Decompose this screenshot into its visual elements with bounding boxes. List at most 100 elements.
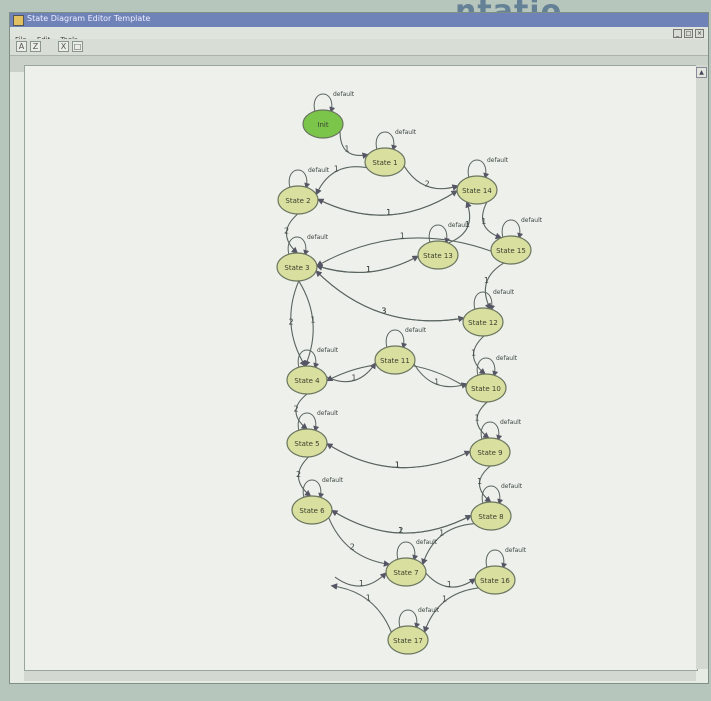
transition-edge[interactable] — [334, 572, 387, 587]
self-loop-edge[interactable] — [480, 421, 503, 441]
transition-edge[interactable] — [339, 131, 370, 159]
transition-edge[interactable] — [315, 166, 367, 196]
transition-label: 2 — [296, 470, 301, 479]
state-node[interactable] — [462, 307, 504, 337]
transition-edge[interactable] — [326, 443, 471, 469]
initial-state-node[interactable] — [302, 109, 344, 139]
self-loop-label: default — [322, 477, 344, 484]
self-loop-edge[interactable] — [302, 479, 325, 499]
transition-edge[interactable] — [315, 270, 465, 323]
state-node[interactable] — [387, 625, 429, 655]
self-loop-label: default — [333, 91, 355, 98]
transition-label: 1 — [351, 374, 356, 383]
self-loop-edge[interactable] — [501, 219, 524, 239]
state-node[interactable] — [374, 345, 416, 375]
transition-label: 1 — [474, 413, 479, 422]
transition-edge[interactable] — [297, 456, 312, 497]
transition-edge[interactable] — [423, 587, 479, 634]
transition-edge[interactable] — [285, 213, 299, 254]
tool-a-button[interactable]: A — [16, 41, 27, 52]
transition-edge[interactable] — [298, 280, 314, 368]
state-node[interactable] — [417, 240, 459, 270]
transition-edge[interactable] — [331, 509, 472, 534]
self-loop-edge[interactable] — [485, 549, 508, 569]
transition-edge[interactable] — [330, 583, 392, 633]
state-node[interactable] — [474, 565, 516, 595]
state-label: State 6 — [299, 507, 325, 515]
self-loop-edge[interactable] — [385, 329, 408, 349]
state-label: State 10 — [471, 385, 501, 393]
self-loop-edge[interactable] — [396, 541, 419, 561]
state-label: State 7 — [393, 569, 418, 577]
state-node[interactable] — [276, 252, 318, 282]
state-node[interactable] — [469, 437, 511, 467]
self-loop-edge[interactable] — [313, 93, 336, 113]
self-loop-label: default — [500, 419, 522, 426]
self-loop-label: default — [317, 410, 339, 417]
state-node[interactable] — [385, 557, 427, 587]
title-bar: State Diagram Editor Template — [10, 13, 708, 27]
self-loop-label: default — [521, 217, 543, 224]
self-loop-edge[interactable] — [297, 349, 320, 369]
transition-edge[interactable] — [478, 465, 492, 503]
transition-edge[interactable] — [403, 165, 459, 191]
transition-label: 2 — [293, 405, 298, 414]
self-loop-label: default — [501, 483, 523, 490]
state-label: State 16 — [480, 577, 510, 585]
transition-edge[interactable] — [315, 255, 419, 273]
transition-edge[interactable] — [315, 237, 492, 267]
scroll-up-icon[interactable]: ▲ — [696, 67, 707, 78]
state-node[interactable] — [490, 235, 532, 265]
self-loop-label: default — [448, 222, 470, 229]
tool-x-button[interactable]: X — [58, 41, 69, 52]
minimize-button[interactable]: _ — [673, 29, 682, 38]
self-loop-edge[interactable] — [297, 412, 320, 432]
transition-edge[interactable] — [315, 270, 464, 322]
state-node[interactable] — [465, 373, 507, 403]
transition-edge[interactable] — [476, 401, 490, 439]
close-button[interactable]: × — [695, 29, 704, 38]
self-loop-edge[interactable] — [476, 357, 499, 377]
state-node[interactable] — [286, 365, 328, 395]
state-node[interactable] — [364, 147, 406, 177]
transition-edge[interactable] — [328, 517, 391, 567]
vertical-scrollbar[interactable]: ▲ — [696, 65, 708, 669]
transition-edge[interactable] — [472, 335, 486, 375]
state-node[interactable] — [286, 428, 328, 458]
transition-label: 1 — [439, 528, 444, 537]
transition-label: 1 — [447, 580, 452, 589]
transition-edge[interactable] — [484, 262, 505, 310]
self-loop-edge[interactable] — [473, 291, 496, 311]
transition-edge[interactable] — [425, 572, 476, 588]
transition-edge[interactable] — [421, 523, 475, 566]
state-node[interactable] — [470, 501, 512, 531]
transition-label: 1 — [310, 316, 315, 325]
self-loop-edge[interactable] — [375, 131, 398, 151]
maximize-button[interactable]: □ — [684, 29, 693, 38]
self-loop-label: default — [307, 234, 329, 241]
self-loop-edge[interactable] — [428, 224, 451, 244]
tool-z-button[interactable]: Z — [30, 41, 41, 52]
state-node[interactable] — [277, 185, 319, 215]
transition-edge[interactable] — [316, 190, 458, 216]
transition-edge[interactable] — [290, 280, 306, 367]
app-window: State Diagram Editor Template File Edit … — [9, 12, 709, 684]
transition-label: 1 — [465, 220, 470, 229]
self-loop-edge[interactable] — [481, 485, 504, 505]
state-label: State 13 — [423, 252, 453, 260]
transition-edge[interactable] — [295, 393, 308, 430]
transition-label: 3 — [381, 307, 386, 316]
state-node[interactable] — [456, 175, 498, 205]
state-label: State 17 — [393, 637, 423, 645]
state-node[interactable] — [291, 495, 333, 525]
transition-edge[interactable] — [482, 201, 503, 240]
transition-label: 1 — [398, 526, 403, 535]
self-loop-edge[interactable] — [287, 236, 310, 256]
self-loop-edge[interactable] — [398, 609, 421, 629]
self-loop-edge[interactable] — [288, 169, 311, 189]
state-label: State 12 — [468, 319, 498, 327]
self-loop-edge[interactable] — [467, 159, 490, 179]
transition-edge[interactable] — [413, 363, 468, 389]
tool-box-button[interactable]: □ — [72, 41, 83, 52]
horizontal-scrollbar[interactable] — [24, 671, 696, 681]
